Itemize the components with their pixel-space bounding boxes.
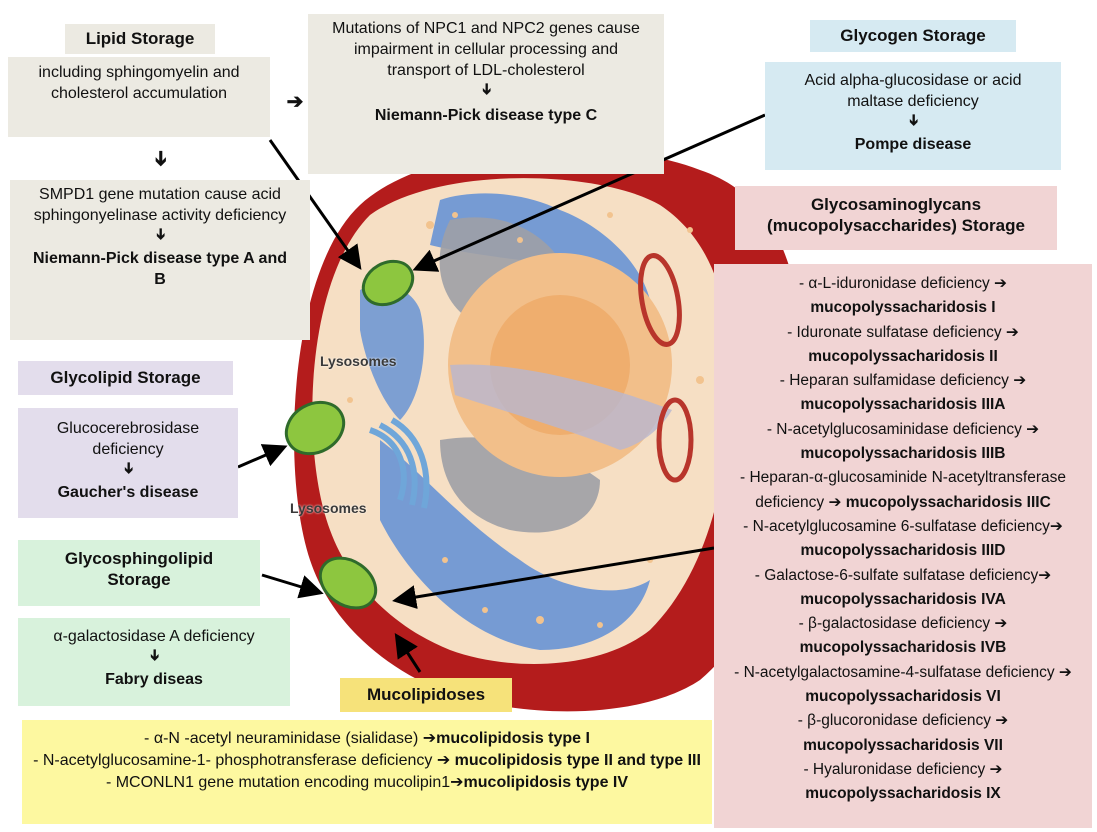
glycolipid-box: Glucocerebrosidase deficiency ➔ Gaucher'… bbox=[18, 408, 238, 518]
glycosphingolipid-storage-title: Glycosphingolipid Storage bbox=[18, 540, 260, 606]
down-arrow-icon: ➔ bbox=[152, 102, 168, 366]
mps-item: - β-galactosidase deficiency ➔ mucopolys… bbox=[718, 612, 1088, 661]
mucolipidosis-iv: mucolipidosis type IV bbox=[464, 774, 628, 791]
mps-item: - N-acetylglucosaminidase deficiency ➔ m… bbox=[718, 418, 1088, 467]
mps-disease: mucopolyssacharidosis II bbox=[808, 348, 998, 365]
npc-box: Mutations of NPC1 and NPC2 genes cause i… bbox=[308, 14, 664, 174]
mps-enzyme: - β-galactosidase deficiency ➔ bbox=[799, 615, 1008, 632]
mps-item: - Galactose-6-sulfate sulfatase deficien… bbox=[718, 564, 1088, 613]
mps-item: - β-glucoronidase deficiency ➔ mucopolys… bbox=[718, 709, 1088, 758]
mucolipidoses-box: - α-N -acetyl neuraminidase (sialidase) … bbox=[22, 720, 712, 824]
mps-enzyme: - β-glucoronidase deficiency ➔ bbox=[798, 712, 1009, 729]
mps-list: - α-L-iduronidase deficiency ➔ mucopolys… bbox=[714, 264, 1092, 828]
mucolipidosis-ii-iii: mucolipidosis type II and type III bbox=[455, 752, 701, 769]
down-arrow-icon: ➔ bbox=[478, 0, 494, 245]
arrow-fabry-to-lysosome bbox=[262, 575, 318, 592]
mucolipidosis-i-enzyme: - α-N -acetyl neuraminidase (sialidase) … bbox=[144, 730, 436, 747]
mps-disease: mucopolyssacharidosis IVA bbox=[800, 591, 1006, 608]
mps-disease: mucopolyssacharidosis IIIC bbox=[846, 494, 1051, 511]
mucolipidosis-iv-line: - MCONLN1 gene mutation encoding mucolip… bbox=[32, 772, 702, 794]
mucolipidosis-ii-iii-enzyme: - N-acetylglucosamine-1- phosphotransfer… bbox=[33, 752, 455, 769]
mps-enzyme: - N-acetylglucosaminidase deficiency ➔ bbox=[767, 421, 1039, 438]
mps-enzyme: - Galactose-6-sulfate sulfatase deficien… bbox=[755, 567, 1051, 584]
mps-disease: mucopolyssacharidosis VII bbox=[803, 737, 1003, 754]
mps-enzyme: - Hyaluronidase deficiency ➔ bbox=[803, 761, 1002, 778]
mps-item: - Heparan-α-glucosaminide N-acetyltransf… bbox=[718, 466, 1088, 515]
lipid-storage-title: Lipid Storage bbox=[65, 24, 215, 54]
mps-item: - α-L-iduronidase deficiency ➔ mucopolys… bbox=[718, 272, 1088, 321]
down-arrow-icon: ➔ bbox=[120, 372, 136, 564]
arrow-gaucher-to-lysosome bbox=[238, 448, 282, 467]
mucolipidosis-ii-iii-line: - N-acetylglucosamine-1- phosphotransfer… bbox=[32, 750, 702, 772]
mps-disease: mucopolyssacharidosis I bbox=[810, 299, 995, 316]
mps-disease: mucopolyssacharidosis IIIA bbox=[800, 396, 1005, 413]
mps-item: - Hyaluronidase deficiency ➔ mucopolyssa… bbox=[718, 758, 1088, 807]
lysosomes-label-bottom: Lysosomes bbox=[290, 500, 367, 516]
lysosomes-label-top: Lysosomes bbox=[320, 353, 397, 369]
mps-item: - Heparan sulfamidase deficiency ➔ mucop… bbox=[718, 369, 1088, 418]
mps-enzyme: - α-L-iduronidase deficiency ➔ bbox=[799, 275, 1007, 292]
smpd1-box: SMPD1 gene mutation cause acid sphingony… bbox=[10, 180, 310, 340]
mucolipidosis-i-line: - α-N -acetyl neuraminidase (sialidase) … bbox=[32, 728, 702, 750]
mps-enzyme: - N-acetylgalactosamine-4-sulfatase defi… bbox=[734, 664, 1072, 681]
mps-disease: mucopolyssacharidosis VI bbox=[805, 688, 1001, 705]
mps-disease: mucopolyssacharidosis IX bbox=[805, 785, 1001, 802]
mucolipidosis-i: mucolipidosis type I bbox=[436, 730, 590, 747]
mps-disease: mucopolyssacharidosis IIIB bbox=[800, 445, 1005, 462]
right-arrow-icon: ➔ bbox=[280, 92, 310, 113]
mps-enzyme: - Heparan sulfamidase deficiency ➔ bbox=[780, 372, 1026, 389]
mps-disease: mucopolyssacharidosis IIID bbox=[800, 542, 1005, 559]
mps-disease: mucopolyssacharidosis IVB bbox=[800, 639, 1007, 656]
glycogen-box: Acid alpha-glucosidase or acid maltase d… bbox=[765, 62, 1061, 170]
lipid-storage-desc: including sphingomyelin and cholesterol … bbox=[8, 57, 270, 137]
mucolipidoses-title: Mucolipidoses bbox=[340, 678, 512, 712]
mps-enzyme: - Iduronate sulfatase deficiency ➔ bbox=[787, 324, 1019, 341]
mps-item: - N-acetylgalactosamine-4-sulfatase defi… bbox=[718, 661, 1088, 710]
mucolipidosis-iv-enzyme: - MCONLN1 gene mutation encoding mucolip… bbox=[106, 774, 464, 791]
gag-storage-title: Glycosaminoglycans (mucopolysaccharides)… bbox=[735, 186, 1057, 250]
mps-item: - N-acetylglucosamine 6-sulfatase defici… bbox=[718, 515, 1088, 564]
mps-item: - Iduronate sulfatase deficiency ➔ mucop… bbox=[718, 321, 1088, 370]
fabry-box: α-galactosidase A deficiency ➔ Fabry dis… bbox=[18, 618, 290, 706]
mps-enzyme: - N-acetylglucosamine 6-sulfatase defici… bbox=[743, 518, 1063, 535]
